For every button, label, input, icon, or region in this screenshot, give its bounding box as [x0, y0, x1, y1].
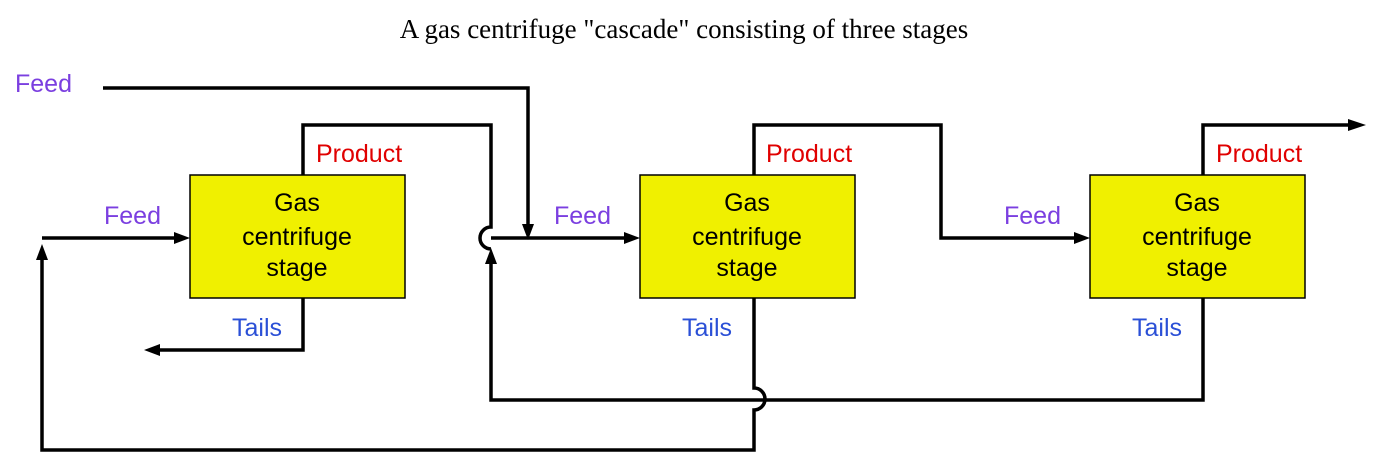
stage-3-line1: Gas	[1174, 189, 1220, 217]
stage-2-line1: Gas	[724, 189, 770, 217]
stage-3-tails-label: Tails	[1132, 314, 1182, 342]
stage-2: Gas centrifuge stage	[639, 174, 856, 299]
external-feed-line	[103, 86, 530, 228]
stage1-tails-line	[160, 298, 305, 352]
stage-2-box	[639, 174, 856, 299]
external-feed-arrow	[522, 224, 534, 240]
stage-1-box	[189, 174, 406, 299]
stage-3-line3: stage	[1166, 254, 1227, 282]
final-product-arrow	[1348, 119, 1366, 131]
stage2-product-line	[752, 123, 1078, 240]
stage-3-product-label: Product	[1216, 140, 1302, 168]
stage1-feed-arrow	[174, 232, 190, 244]
stage-2-product-label: Product	[766, 140, 852, 168]
stage-3-line2: centrifuge	[1142, 223, 1252, 251]
recycle-up-arrow-middle	[485, 248, 497, 264]
stage3-tails-recycle-line	[489, 262, 1205, 402]
stage2-feed-arrow	[624, 232, 640, 244]
stage-1: Gas centrifuge stage	[189, 174, 406, 299]
stage-1-line3: stage	[266, 254, 327, 282]
stage-3-feed-label: Feed	[1004, 202, 1061, 230]
stage-1-tails-label: Tails	[232, 314, 282, 342]
external-feed-label: Feed	[15, 70, 72, 98]
stage-1-product-label: Product	[316, 140, 402, 168]
stage-2-tails-label: Tails	[682, 314, 732, 342]
diagram-title: A gas centrifuge "cascade" consisting of…	[400, 14, 969, 44]
stage-2-line2: centrifuge	[692, 223, 802, 251]
stage-1-line1: Gas	[274, 189, 320, 217]
recycle-up-arrow-left	[36, 244, 48, 260]
stage-2-feed-label: Feed	[554, 202, 611, 230]
stage-1-line2: centrifuge	[242, 223, 352, 251]
stage1-product-line	[301, 123, 493, 251]
stage3-product-line	[1201, 123, 1350, 175]
stage-3-box	[1089, 174, 1306, 299]
stage-3: Gas centrifuge stage	[1089, 174, 1306, 299]
stage3-feed-arrow	[1074, 232, 1090, 244]
stage-1-feed-label: Feed	[104, 202, 161, 230]
stage1-tails-arrow	[144, 344, 160, 356]
stage-2-line3: stage	[716, 254, 777, 282]
